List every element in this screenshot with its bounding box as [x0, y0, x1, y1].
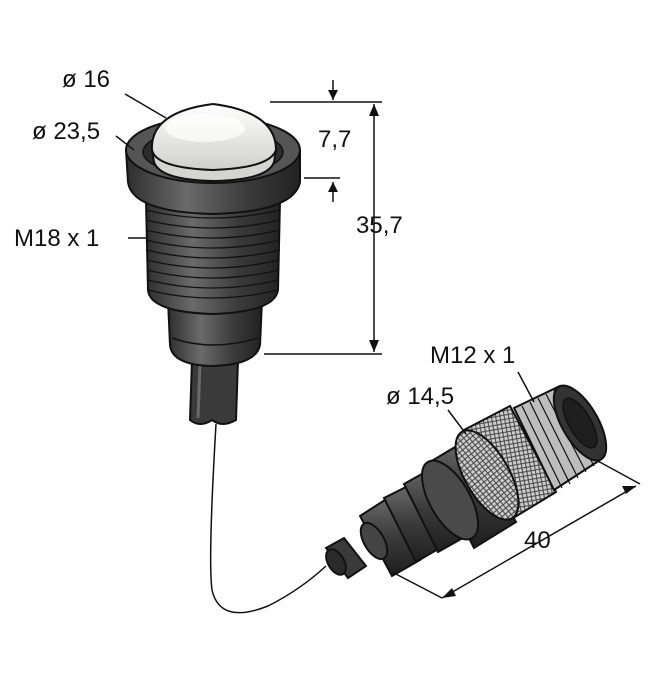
dimension-lines — [115, 80, 641, 599]
indicator-body — [124, 102, 301, 425]
label-diameter-14-5: ø 14,5 — [386, 383, 455, 410]
label-diameter-16: ø 16 — [62, 66, 111, 93]
label-thread-m18: M18 x 1 — [14, 225, 100, 252]
connector-body — [324, 384, 608, 580]
cable — [209, 423, 327, 614]
label-height-35-7: 35,7 — [356, 212, 403, 239]
label-length-40: 40 — [524, 527, 551, 554]
label-diameter-23-5: ø 23,5 — [32, 118, 101, 145]
dimension-arrows — [328, 90, 636, 598]
label-thread-m12: M12 x 1 — [430, 342, 516, 369]
label-height-7-7: 7,7 — [318, 126, 352, 153]
